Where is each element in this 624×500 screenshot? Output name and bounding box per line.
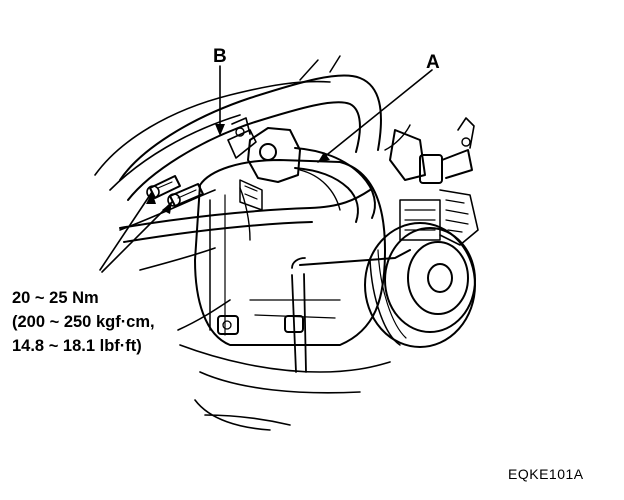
- leader-a: [317, 69, 433, 163]
- hose-a: [294, 147, 376, 223]
- torque-kgf: (200 ~ 250 kgf·cm,: [12, 313, 155, 331]
- leader-torque-1: [99, 191, 153, 271]
- callout-label-a: A: [426, 52, 440, 73]
- lower-pipe: [119, 189, 411, 373]
- torque-lbf: 14.8 ~ 18.1 lbf·ft): [12, 337, 142, 355]
- compressor-body: [194, 159, 386, 346]
- leader-arrowheads: [146, 124, 330, 214]
- torque-specification: 20 ~ 25 Nm (200 ~ 250 kgf·cm, 14.8 ~ 18.…: [12, 286, 155, 358]
- figure-code: EQKE101A: [508, 466, 584, 482]
- leader-torque-2: [101, 201, 173, 273]
- leader-lines: [99, 65, 433, 273]
- mounting-bolts: [146, 175, 204, 207]
- callout-label-b: B: [213, 46, 227, 67]
- torque-nm: 20 ~ 25 Nm: [12, 289, 99, 307]
- clutch-pulley: [364, 222, 476, 348]
- upper-hose: [119, 55, 382, 201]
- electrical-bracket: [384, 117, 479, 246]
